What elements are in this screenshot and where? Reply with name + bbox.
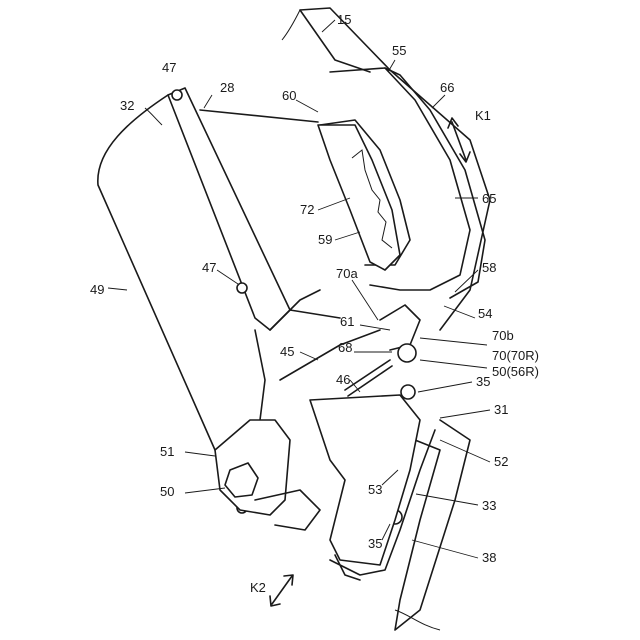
label-61: 61 [340, 314, 354, 329]
plate-28 [168, 88, 290, 330]
label-47-mid: 47 [202, 260, 216, 275]
label-54: 54 [478, 306, 492, 321]
arrow-k2 [270, 575, 293, 606]
bracket-edge [385, 68, 485, 298]
label-60: 60 [282, 88, 296, 103]
label-46: 46 [336, 372, 350, 387]
label-15: 15 [337, 12, 351, 27]
label-k1: K1 [475, 108, 491, 123]
label-31: 31 [494, 402, 508, 417]
label-45: 45 [280, 344, 294, 359]
label-51: 51 [160, 444, 174, 459]
label-50: 50 [160, 484, 174, 499]
label-52: 52 [494, 454, 508, 469]
label-38: 38 [482, 550, 496, 565]
arm-61 [380, 305, 420, 350]
label-58: 58 [482, 260, 496, 275]
label-59: 59 [318, 232, 332, 247]
tray-59 [318, 125, 400, 270]
device-51 [215, 420, 290, 515]
label-50r: 50(56R) [492, 364, 539, 379]
label-49: 49 [90, 282, 104, 297]
label-70a: 70a [336, 266, 358, 281]
label-k2: K2 [250, 580, 266, 595]
label-70: 70(70R) [492, 348, 539, 363]
label-68: 68 [338, 340, 352, 355]
label-35-upper: 35 [476, 374, 490, 389]
bolt-35-upper [401, 385, 415, 399]
label-53: 53 [368, 482, 382, 497]
leader-32 [145, 108, 162, 125]
label-47-top: 47 [162, 60, 176, 75]
label-32: 32 [120, 98, 134, 113]
label-28: 28 [220, 80, 234, 95]
label-55: 55 [392, 43, 406, 58]
label-33: 33 [482, 498, 496, 513]
break-line-top [282, 10, 300, 40]
label-65: 65 [482, 191, 496, 206]
bracket-31 [310, 395, 420, 565]
label-70b: 70b [492, 328, 514, 343]
rod-46 [345, 360, 392, 396]
label-66: 66 [440, 80, 454, 95]
label-35-lower: 35 [368, 536, 382, 551]
bolt-47-mid [237, 283, 247, 293]
label-72: 72 [300, 202, 314, 217]
bolt-70 [398, 344, 416, 362]
bolt-47-top [172, 90, 182, 100]
